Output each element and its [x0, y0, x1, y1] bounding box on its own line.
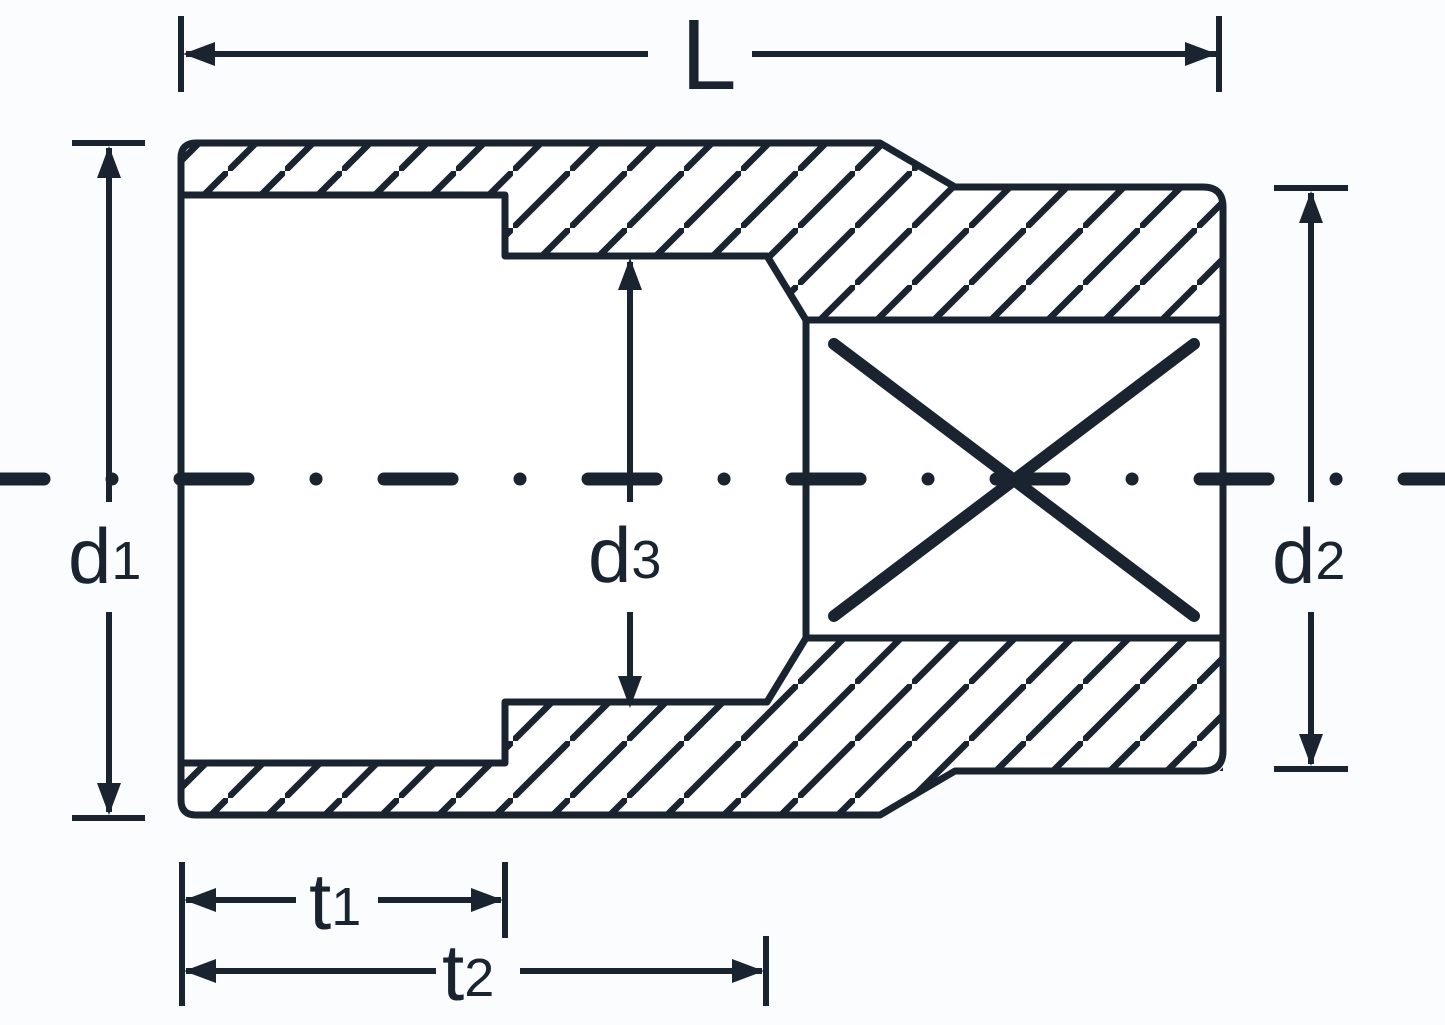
dimension-label-L: L: [681, 0, 737, 111]
arrowhead-down: [1299, 734, 1323, 766]
dimension-d3: d3: [588, 258, 661, 708]
socket-cross-section: [177, 139, 1227, 819]
arrowhead-left: [184, 959, 216, 983]
arrowhead-up: [618, 258, 642, 290]
dimension-label-d3: d3: [588, 511, 661, 599]
dimension-label-t2: t2: [442, 928, 494, 1017]
dimension-t2: t2: [184, 928, 769, 1017]
arrowhead-up: [1299, 191, 1323, 223]
dimension-label-d1: d1: [68, 512, 141, 600]
arrowhead-left: [184, 888, 216, 912]
arrowhead-left: [183, 42, 215, 66]
arrowhead-right: [471, 888, 503, 912]
dimension-label-t1: t1: [309, 857, 361, 946]
dimension-t1: t1: [179, 857, 508, 1006]
dimension-d1: d1: [68, 140, 145, 821]
inner-bore-profile-bottom: [181, 634, 1223, 767]
arrowhead-down: [618, 676, 642, 708]
dimension-d2: d2: [1272, 185, 1348, 772]
arrowhead-up: [97, 146, 121, 178]
arrowhead-right: [732, 959, 764, 983]
inner-bore-profile-top: [181, 191, 1223, 324]
dimension-label-d2: d2: [1272, 512, 1345, 600]
dimension-overall-length: L: [178, 0, 1222, 111]
arrowhead-right: [1185, 42, 1217, 66]
arrowhead-down: [97, 783, 121, 815]
